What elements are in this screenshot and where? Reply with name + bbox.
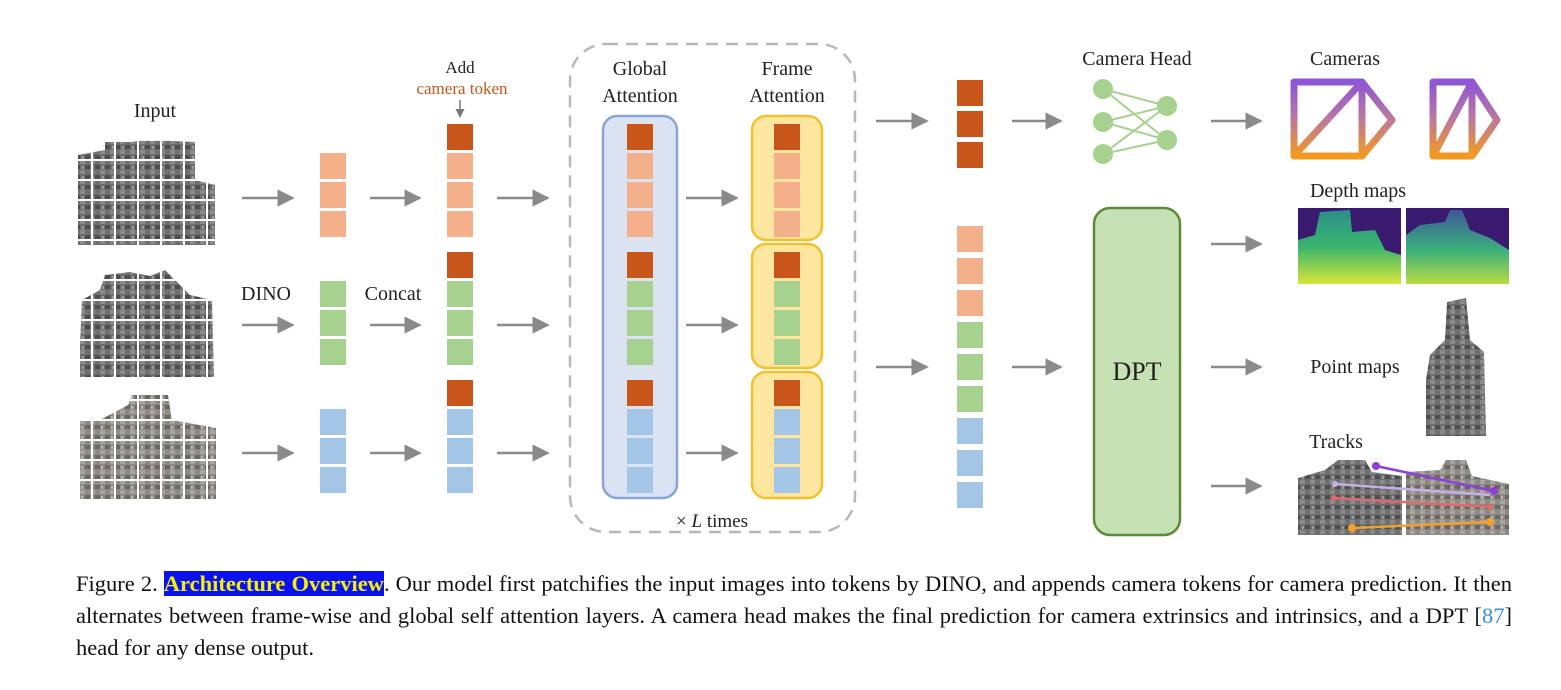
camera-frustum-icon-2: [1429, 78, 1501, 160]
concat-label: Concat: [365, 283, 422, 305]
arrows-attention-to-outputs: [876, 112, 929, 376]
frame-attention-label-1: Frame: [761, 58, 812, 80]
camera-head-label: Camera Head: [1082, 48, 1191, 70]
camera-head-network-icon: [1093, 79, 1177, 164]
depth-maps-label: Depth maps: [1310, 180, 1406, 202]
dpt-label: DPT: [1112, 357, 1161, 386]
input-image-2: [80, 270, 214, 377]
caption-figure-label: Figure 2.: [76, 571, 158, 596]
global-attention-tokens: [627, 124, 653, 493]
add-label: Add: [445, 58, 475, 77]
input-image-1: [78, 140, 215, 245]
arrows-global-to-frame: [686, 189, 739, 462]
global-attention-label-1: Global: [613, 58, 668, 80]
depth-map-image-2: [1406, 208, 1509, 284]
repeat-block: [568, 42, 857, 534]
tracks-label: Tracks: [1309, 431, 1363, 453]
arrows-input-to-dino: [242, 189, 295, 462]
camera-token-label: camera token: [416, 79, 508, 98]
tracks-image-1: [1298, 460, 1402, 535]
track-lines: [1331, 462, 1498, 532]
input-label: Input: [134, 100, 177, 122]
dpt-head-box: [1092, 206, 1182, 537]
caption-text-2: ] head for any dense output.: [76, 603, 1512, 660]
caption-title: Architecture Overview: [163, 571, 384, 596]
input-image-3: [80, 395, 216, 500]
camera-frustum-icon-1: [1290, 78, 1396, 160]
figure-caption: Figure 2. Architecture Overview. Our mod…: [76, 568, 1512, 664]
times-label: × L times: [676, 511, 748, 532]
point-map-image: [1426, 298, 1486, 436]
arrows-heads-to-outputs: [1211, 112, 1263, 495]
camera-output-tokens: [957, 80, 983, 168]
patch-output-tokens: [957, 226, 983, 508]
depth-map-image-1: [1298, 208, 1401, 284]
arrows-concat-to-attention: [497, 189, 550, 462]
point-maps-label: Point maps: [1310, 356, 1400, 378]
cameras-label: Cameras: [1310, 48, 1380, 70]
concat-tokens: [447, 124, 473, 493]
arrows-dino-to-concat: [370, 189, 422, 462]
caption-citation-link[interactable]: 87: [1482, 603, 1505, 628]
caption-text-1: . Our model first patchifies the input i…: [76, 571, 1512, 628]
architecture-diagram: Input DINO Concat Add camera token: [78, 42, 1509, 537]
arrows-to-heads: [1012, 112, 1063, 376]
dino-tokens: [320, 153, 346, 493]
dino-label: DINO: [241, 283, 291, 305]
frame-attention-tokens: [774, 124, 800, 493]
frame-attention-label-2: Attention: [749, 85, 825, 107]
global-attention-label-2: Attention: [602, 85, 678, 107]
frame-attention-boxes: [750, 114, 824, 500]
